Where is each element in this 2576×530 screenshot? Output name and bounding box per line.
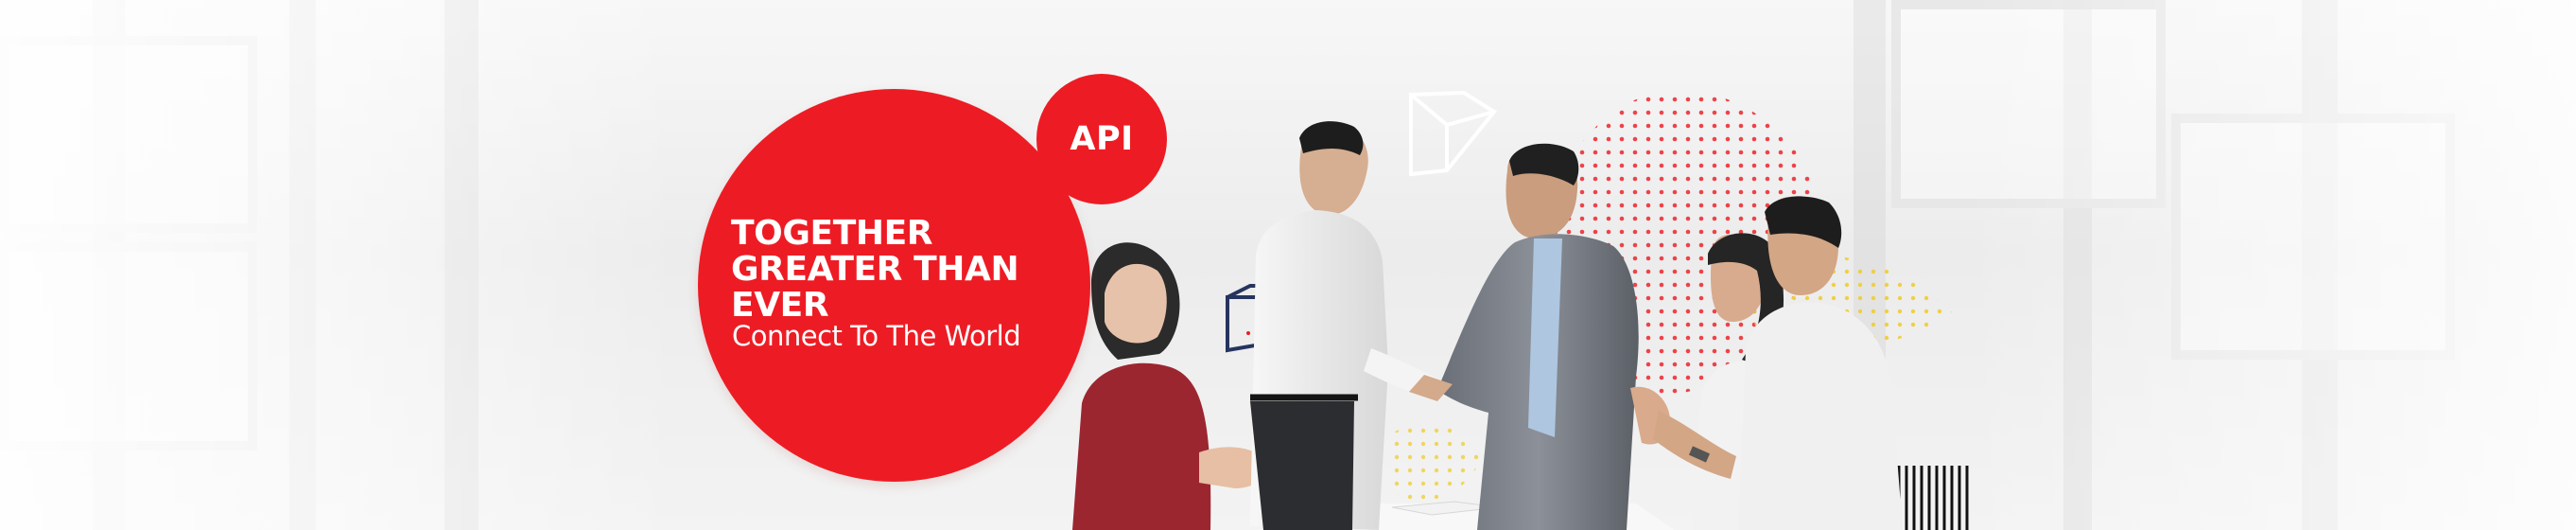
headline-line: GREATER THAN [731, 250, 1019, 289]
meeting-table [1260, 501, 1674, 530]
cube-outline-icon [1409, 90, 1497, 177]
right-background-fade [1961, 0, 2576, 530]
headline-line: EVER [731, 286, 829, 325]
person-woman-right [1630, 233, 1800, 530]
striped-triangle-icon [1538, 399, 1617, 463]
rectangular-prism-outline-icon [1226, 284, 1362, 353]
corner-bracket-icon [1112, 437, 1173, 494]
person-woman-left [1072, 242, 1268, 530]
headline-text: TOGETHER GREATER THAN EVER [731, 216, 1062, 324]
headline-red-circle [698, 89, 1090, 482]
plus-icon [1529, 333, 1569, 373]
person-man-white-shirt [1250, 121, 1441, 530]
red-dot-pattern-icon [1549, 90, 1817, 395]
background-column [1854, 0, 1886, 530]
person-man-gray-suit [1409, 143, 1639, 530]
headline-line: TOGETHER [731, 214, 933, 253]
api-badge: API [1036, 74, 1167, 204]
barcode-lines-icon [1889, 466, 1969, 530]
left-background-fade [0, 0, 681, 530]
subtitle-text: Connect To The World [732, 320, 1021, 352]
